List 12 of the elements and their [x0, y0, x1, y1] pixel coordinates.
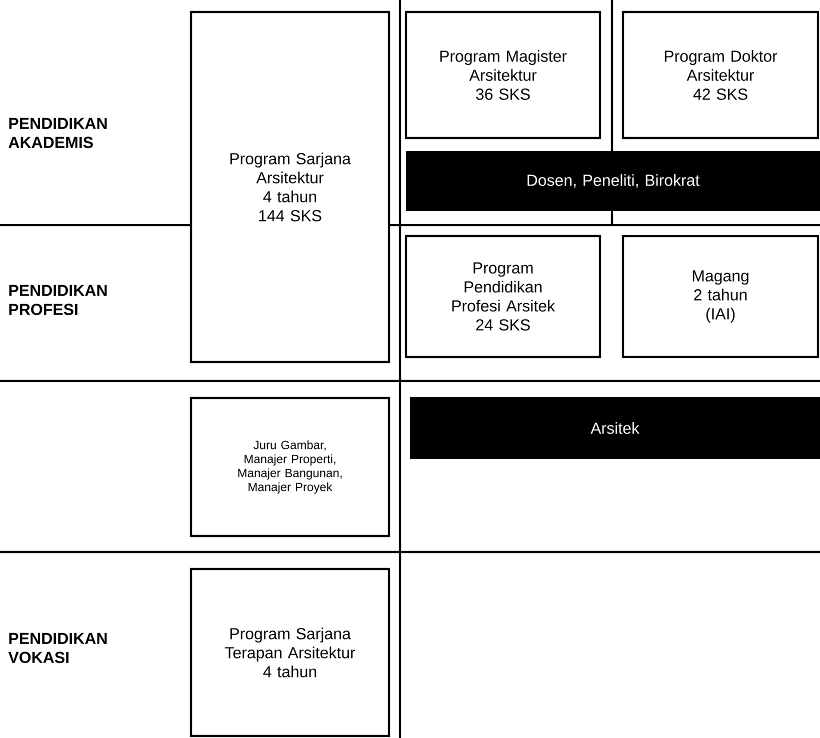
- program-box: Juru Gambar, Manajer Properti, Manajer Bangunan, Manajer Proyek: [190, 396, 390, 538]
- row-heading: PENDIDIKAN VOKASI: [8, 632, 107, 664]
- role-bar: Arsitek: [410, 397, 820, 459]
- program-box: Program Doktor Arsitektur 42 SKS: [622, 10, 820, 140]
- program-box: Program Magister Arsitektur 36 SKS: [404, 10, 602, 140]
- program-box: Program Pendidikan Profesi Arsitek 24 SKS: [404, 234, 602, 358]
- row-heading: PENDIDIKAN AKADEMIS: [8, 118, 107, 148]
- row-heading: PENDIDIKAN PROFESI: [9, 284, 107, 316]
- role-bar: Dosen, Peneliti, Birokrat: [406, 151, 820, 211]
- program-box: Magang 2 tahun (IAI): [622, 234, 820, 358]
- program-box: Program Sarjana Arsitektur 4 tahun 144 SKS: [190, 10, 390, 364]
- program-box: Program Sarjana Terapan Arsitektur 4 tahun: [190, 568, 390, 738]
